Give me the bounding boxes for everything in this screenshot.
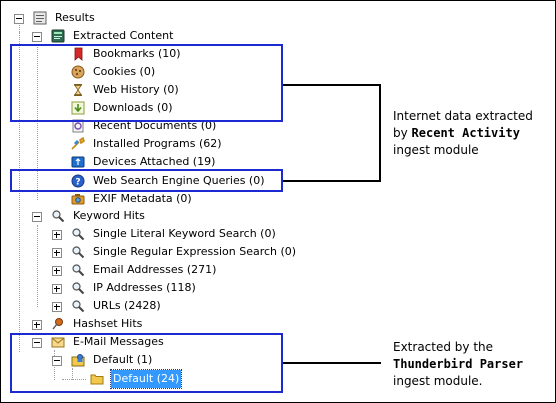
tree-label: Single Literal Keyword Search (0) — [93, 227, 276, 240]
tree-label: Cookies (0) — [93, 65, 156, 78]
usb-device-icon — [70, 154, 86, 170]
tree-label: Bookmarks (10) — [93, 47, 181, 60]
collapse-toggle[interactable] — [52, 356, 62, 366]
tree-label: Email Addresses (271) — [93, 263, 217, 276]
tree-label: Extracted Content — [73, 29, 174, 42]
annotation-line: Internet data extracted — [393, 109, 533, 123]
tree-guide — [19, 22, 20, 32]
camera-icon — [70, 191, 86, 207]
tree-label: Web History (0) — [93, 83, 179, 96]
annotation-thunderbird: Extracted by the Thunderbird Parser inge… — [393, 339, 523, 390]
results-tree: Results Extracted Content Bookmarks (10)… — [14, 10, 297, 389]
tree-label: Recent Documents (0) — [93, 119, 217, 132]
magnifier-icon — [70, 226, 86, 242]
tree-guide — [72, 368, 73, 380]
tree-label: Web Search Engine Queries (0) — [93, 174, 265, 187]
tree-label: Downloads (0) — [93, 101, 173, 114]
expand-toggle[interactable] — [52, 284, 62, 294]
expand-toggle[interactable] — [52, 248, 62, 258]
connector-line — [283, 362, 381, 364]
connector-line — [283, 180, 381, 182]
hourglass-icon — [70, 82, 86, 98]
annotation-recent-activity: Internet data extracted by Recent Activi… — [393, 108, 533, 159]
installed-programs-icon — [70, 136, 86, 152]
tree-label: Results — [55, 11, 95, 24]
highlight-box-internet-data — [10, 44, 283, 122]
highlight-box-web-search — [10, 169, 283, 192]
tree-label: Devices Attached (19) — [93, 155, 216, 168]
tree-label: Default (1) — [93, 353, 153, 366]
annotation-line: ingest module — [393, 143, 479, 157]
expand-toggle[interactable] — [52, 230, 62, 240]
envelope-icon — [50, 334, 66, 350]
highlight-box-email — [10, 333, 283, 393]
connector-line — [379, 84, 381, 182]
annotation-bold-text: Thunderbird Parser — [393, 357, 524, 371]
annotation-line: by Recent Activity — [393, 125, 533, 142]
annotation-line: Extracted by the — [393, 340, 494, 354]
tree-label: Single Regular Expression Search (0) — [93, 245, 297, 258]
folder-icon — [89, 371, 105, 387]
connector-line — [283, 84, 381, 86]
collapse-toggle[interactable] — [32, 338, 42, 348]
collapse-toggle[interactable] — [32, 212, 42, 222]
annotation-text: by — [393, 126, 412, 140]
bookmark-icon — [70, 46, 86, 62]
tree-guide — [19, 32, 20, 352]
pushpin-icon — [50, 316, 66, 332]
collapse-toggle[interactable] — [14, 14, 24, 24]
magnifier-icon — [70, 262, 86, 278]
help-search-icon: ? — [70, 173, 86, 189]
magnifier-icon — [70, 244, 86, 260]
extracted-content-icon — [50, 28, 66, 44]
account-folder-icon — [70, 352, 86, 368]
expand-toggle[interactable] — [52, 302, 62, 312]
annotation-bold-text: Recent Activity — [411, 126, 520, 140]
magnifier-icon — [70, 298, 86, 314]
tree-guide — [62, 379, 86, 380]
expand-toggle[interactable] — [52, 266, 62, 276]
tree-label: Keyword Hits — [73, 209, 145, 222]
annotation-line: Thunderbird Parser — [393, 356, 523, 373]
magnifier-icon — [50, 208, 66, 224]
tree-guide — [37, 225, 38, 307]
magnifier-icon — [70, 280, 86, 296]
download-icon — [70, 100, 86, 116]
tree-guide — [37, 45, 38, 200]
results-icon — [32, 10, 48, 26]
expand-toggle[interactable] — [32, 320, 42, 330]
tree-label-selected: Default (24) — [109, 369, 183, 389]
annotation-line: ingest module. — [393, 374, 483, 388]
tree-label: EXIF Metadata (0) — [93, 192, 192, 205]
tree-label: IP Addresses (118) — [93, 281, 196, 294]
collapse-toggle[interactable] — [32, 32, 42, 42]
tree-label: URLs (2428) — [93, 299, 161, 312]
tree-label: Hashset Hits — [73, 317, 143, 330]
svg-text:?: ? — [75, 178, 80, 188]
cookie-icon — [70, 64, 86, 80]
tree-label: Installed Programs (62) — [93, 137, 222, 150]
tree-label: E-Mail Messages — [73, 335, 164, 348]
